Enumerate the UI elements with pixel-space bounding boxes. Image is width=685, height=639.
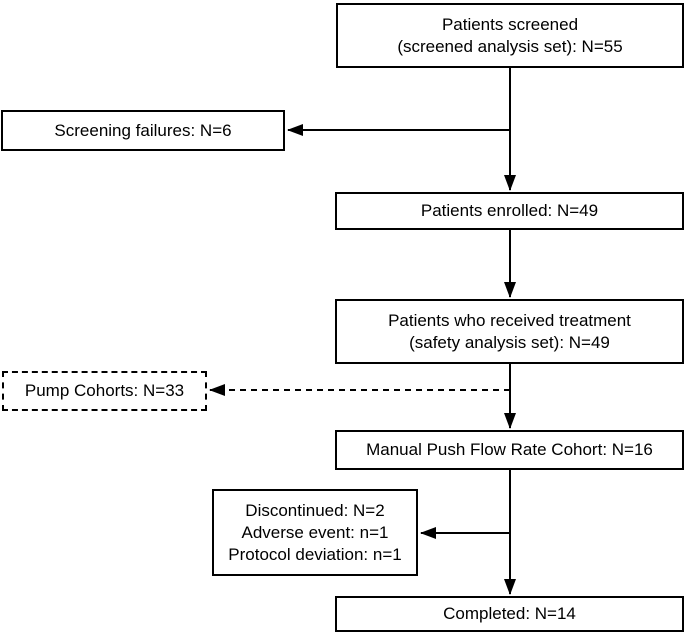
box-patients-enrolled: Patients enrolled: N=49	[335, 192, 684, 230]
box-pump-cohorts: Pump Cohorts: N=33	[2, 371, 207, 411]
box-completed: Completed: N=14	[335, 596, 684, 632]
box-manual-push-cohort: Manual Push Flow Rate Cohort: N=16	[335, 430, 684, 470]
box-patients-screened: Patients screened (screened analysis set…	[336, 3, 684, 68]
box-screening-failures: Screening failures: N=6	[1, 110, 285, 151]
box-patients-treated: Patients who received treatment (safety …	[335, 299, 684, 364]
box-discontinued: Discontinued: N=2 Adverse event: n=1 Pro…	[212, 489, 418, 576]
